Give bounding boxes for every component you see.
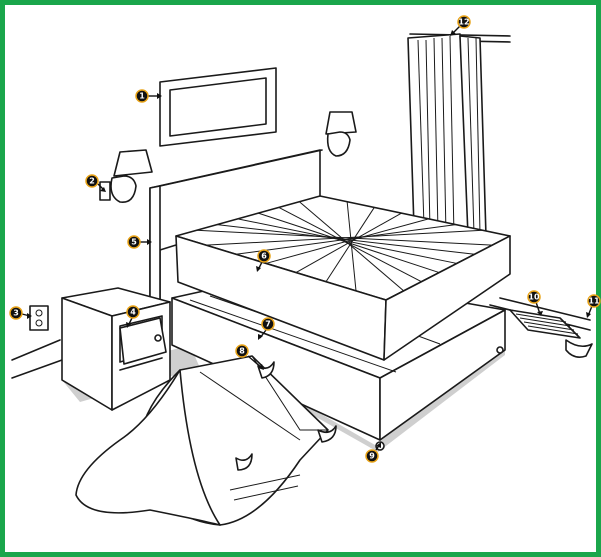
callout-3: 3 (9, 306, 23, 320)
svg-text:8: 8 (239, 347, 245, 356)
callout-9: 9 (365, 449, 379, 463)
callout-11: 11 (587, 294, 601, 308)
callout-6: 6 (257, 249, 271, 263)
quilt-line (235, 224, 456, 255)
callout-7: 7 (261, 317, 275, 331)
quilt-line (295, 212, 402, 274)
headboard (149, 149, 323, 336)
callout-8: 8 (235, 344, 249, 358)
svg-text:12: 12 (458, 18, 469, 27)
svg-text:11: 11 (588, 297, 600, 306)
svg-text:6: 6 (261, 252, 267, 261)
callout-1: 1 (135, 89, 149, 103)
svg-text:7: 7 (265, 320, 271, 329)
callout-4: 4 (126, 305, 140, 319)
left-wall-lamp (99, 149, 153, 203)
svg-text:3: 3 (13, 309, 19, 318)
callout-arrows (21, 25, 593, 451)
floor-vent (509, 309, 593, 358)
svg-text:2: 2 (89, 177, 95, 186)
nightstand (61, 287, 200, 411)
wall-outlet (29, 305, 49, 331)
svg-text:4: 4 (130, 308, 136, 317)
curtains (407, 33, 511, 239)
svg-text:9: 9 (369, 452, 375, 461)
callout-10: 10 (527, 290, 541, 304)
quilt-line (346, 201, 357, 291)
quilt-line (265, 218, 429, 264)
wall-picture (159, 67, 277, 147)
svg-text:5: 5 (131, 238, 137, 247)
under-bed-storage-bag (75, 355, 337, 526)
callout-5: 5 (127, 235, 141, 249)
mattress (175, 195, 511, 361)
svg-text:10: 10 (528, 293, 540, 302)
callout-2: 2 (85, 174, 99, 188)
quilt-line (205, 229, 483, 246)
callout-12: 12 (457, 15, 471, 29)
right-wall-lamp (325, 111, 357, 157)
svg-text:1: 1 (139, 92, 145, 101)
